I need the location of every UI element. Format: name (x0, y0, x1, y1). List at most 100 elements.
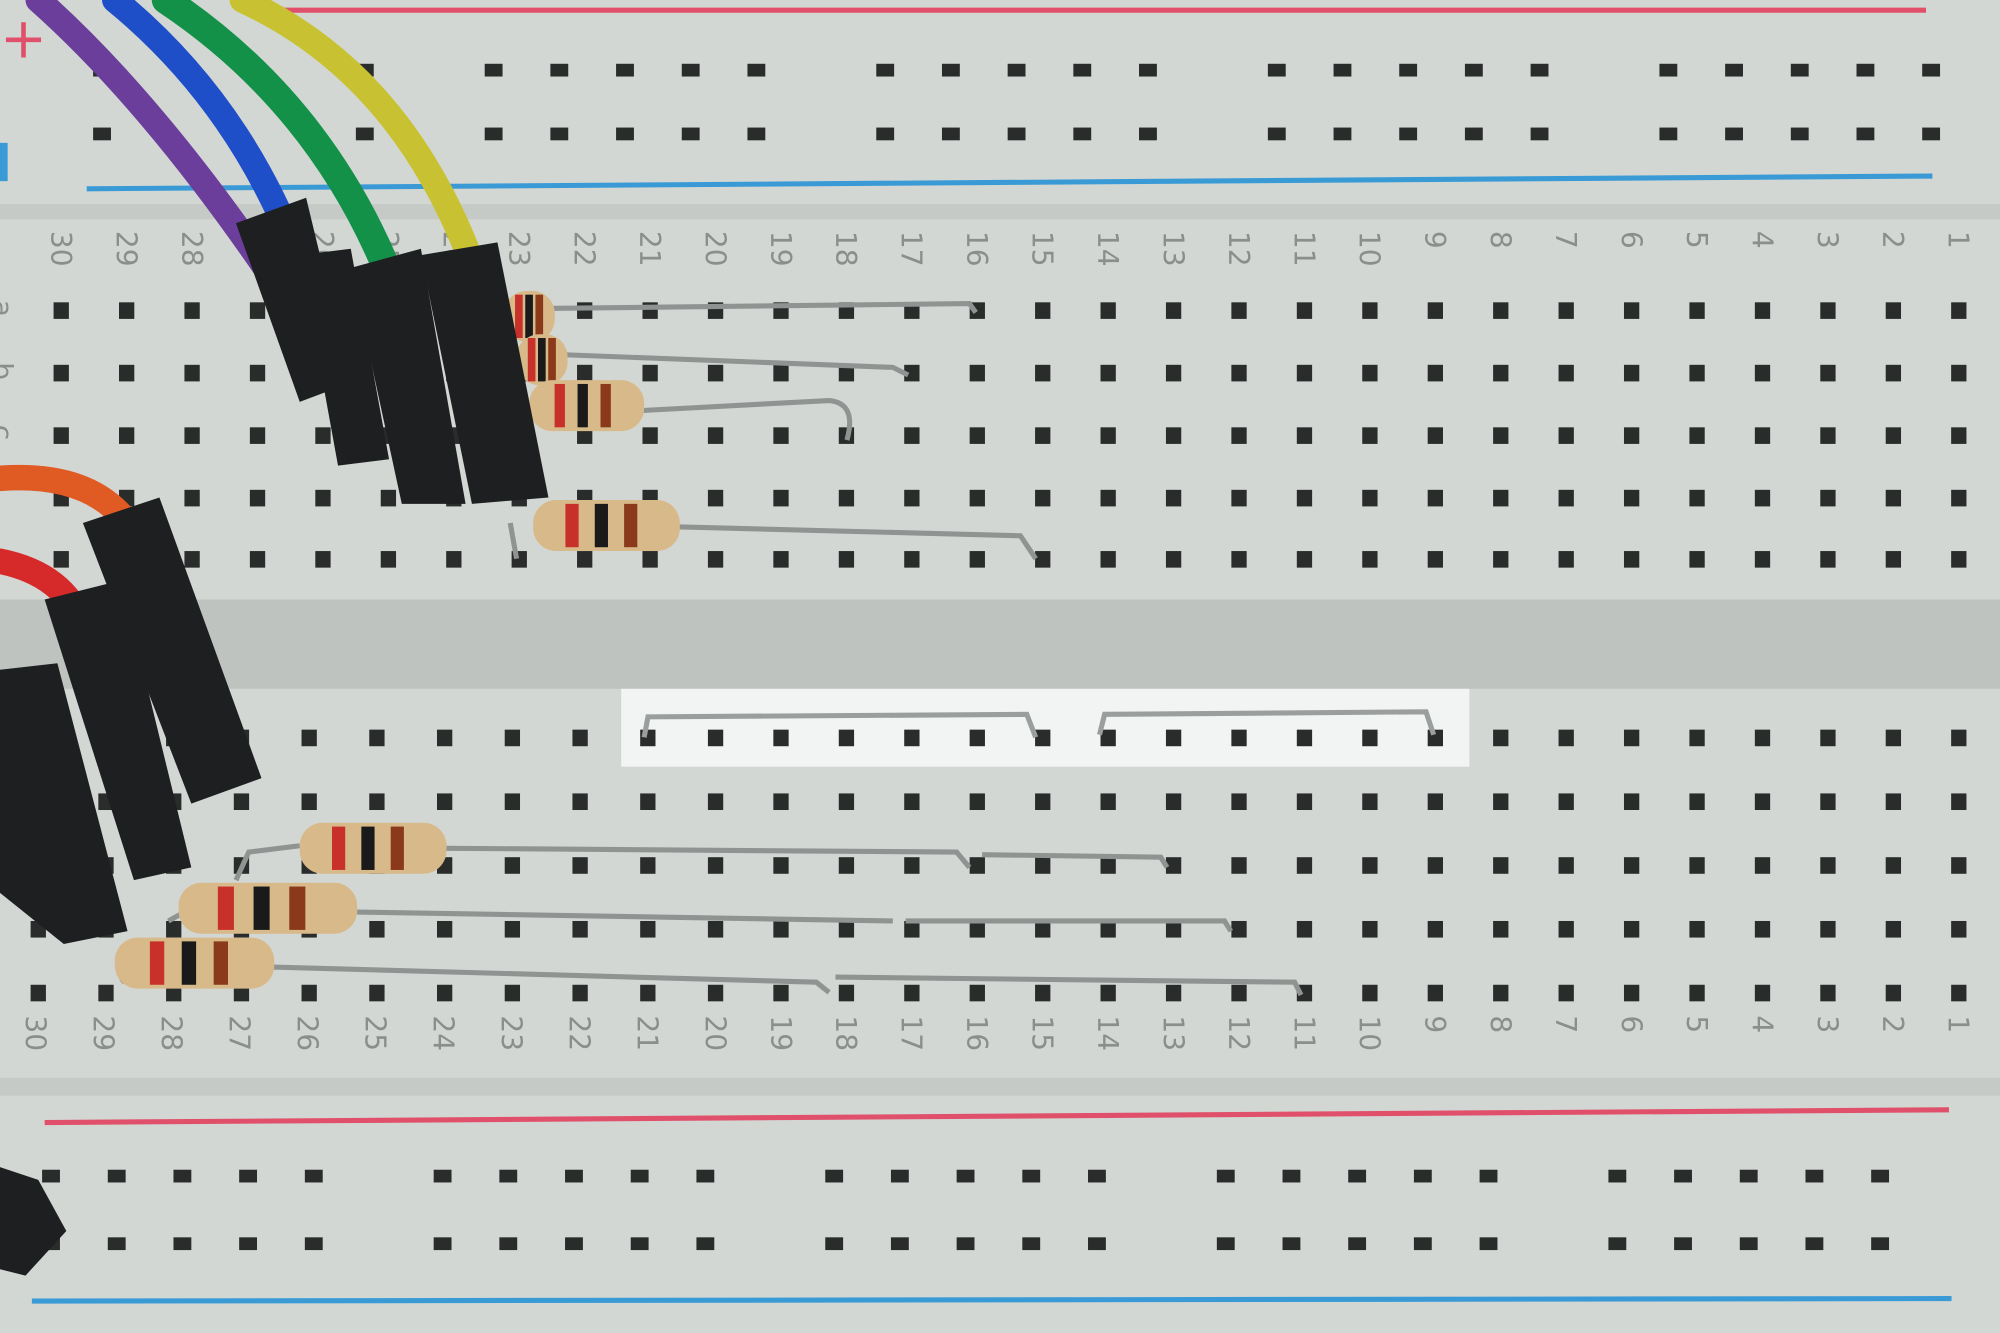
breadboard-hole (504, 793, 521, 811)
column-number-bottom: 15 (1026, 1015, 1059, 1051)
rail-hole (956, 1237, 975, 1251)
breadboard-hole (1035, 427, 1051, 444)
rail-hole (876, 127, 895, 141)
breadboard-hole (53, 551, 69, 568)
resistor-lead (357, 909, 1234, 933)
breadboard-hole (301, 793, 317, 811)
rail-hole (825, 1169, 844, 1183)
breadboard-hole (436, 984, 453, 1002)
breadboard-hole (577, 364, 593, 382)
breadboard-hole (904, 729, 920, 747)
breadboard-hole (1689, 729, 1705, 747)
breadboard-hole (1623, 729, 1640, 747)
column-number-bottom: 23 (494, 1015, 527, 1051)
color-band (525, 294, 533, 339)
breadboard-hole (1623, 920, 1640, 938)
breadboard-hole (1165, 302, 1182, 319)
rail-hole (1348, 1237, 1367, 1251)
breadboard-hole (1362, 551, 1378, 568)
column-number-bottom: 14 (1091, 1015, 1124, 1051)
breadboard-hole (1754, 302, 1771, 319)
rail-hole (1216, 1169, 1235, 1183)
resistor (178, 882, 358, 934)
breadboard-hole (1493, 489, 1509, 507)
breadboard-hole (1231, 984, 1247, 1002)
rail-hole (1022, 1237, 1041, 1251)
breadboard-hole (969, 427, 985, 444)
breadboard-hole (773, 920, 789, 938)
rail-hole (173, 1169, 192, 1183)
breadboard-hole (1951, 793, 1967, 811)
breadboard-hole (1100, 793, 1116, 811)
breadboard-hole (1689, 302, 1705, 319)
row-letter: b (0, 362, 18, 380)
breadboard-hole (1165, 984, 1182, 1002)
breadboard-hole (1493, 920, 1509, 938)
column-number-top: 30 (44, 231, 77, 267)
column-number-bottom: 26 (290, 1015, 323, 1051)
breadboard-hole (1427, 364, 1443, 382)
breadboard-hole (1165, 793, 1182, 811)
breadboard-hole (315, 427, 331, 444)
breadboard-hole (1820, 729, 1836, 747)
column-number-top: 3 (1811, 231, 1844, 249)
rail-hole (1805, 1169, 1824, 1183)
rail-hole (1073, 127, 1092, 141)
breadboard-hole (184, 302, 200, 319)
breadboard-hole (1558, 364, 1574, 382)
rail-hole (1674, 1237, 1692, 1251)
breadboard-hole (1820, 984, 1836, 1002)
breadboard-hole (1558, 920, 1574, 938)
breadboard-hole (53, 302, 69, 319)
breadboard-hole (1885, 984, 1902, 1002)
breadboard-hole (1427, 793, 1443, 811)
column-number-top: 10 (1353, 231, 1386, 267)
connector-housing (299, 248, 390, 466)
rail-hole (1348, 1169, 1367, 1183)
breadboard-hole (1558, 984, 1574, 1002)
breadboard-hole (1035, 302, 1051, 319)
rail-hole (890, 1169, 909, 1183)
breadboard-hole (233, 984, 250, 1002)
connector-housing (44, 580, 192, 881)
column-number-bottom: 1 (1942, 1015, 1975, 1033)
breadboard-hole (969, 489, 985, 507)
rail-hole (499, 1169, 518, 1183)
breadboard-hole (436, 920, 453, 938)
resistor-lead (267, 964, 1304, 997)
rail-hole (565, 1237, 583, 1251)
breadboard-hole (1296, 302, 1313, 319)
breadboard-hole (1493, 984, 1509, 1002)
breadboard-hole (1296, 793, 1313, 811)
breadboard-hole (1296, 729, 1313, 747)
color-band (149, 941, 165, 985)
rail-hole (42, 1169, 60, 1183)
column-number-top: 12 (1222, 231, 1255, 267)
breadboard-hole (1885, 920, 1902, 938)
rail-hole (747, 127, 766, 141)
column-number-top: 1 (1942, 231, 1975, 249)
rail-hole (1022, 1169, 1041, 1183)
breadboard-hole (1231, 857, 1247, 874)
rail-hole (681, 63, 700, 77)
column-number-bottom: 21 (630, 1015, 663, 1051)
rail-divider-bottom (0, 1077, 2000, 1096)
rail-hole (1413, 1169, 1432, 1183)
breadboard-hole (1689, 793, 1705, 811)
breadboard-hole (1820, 551, 1836, 568)
breadboard-hole (1623, 984, 1640, 1002)
breadboard-hole (1623, 551, 1640, 568)
breadboard-hole (640, 984, 656, 1002)
rail-hole (630, 1237, 649, 1251)
breadboard-hole (249, 427, 266, 444)
rail-hole (550, 127, 569, 141)
column-number-bottom: 27 (222, 1015, 255, 1051)
breadboard-hole (1362, 729, 1378, 747)
breadboard-hole (1885, 857, 1902, 874)
breadboard-hole (1296, 920, 1313, 938)
breadboard-hole (838, 364, 855, 382)
rail-hole (825, 1237, 844, 1251)
breadboard-hole (1689, 551, 1705, 568)
breadboard-hole (1951, 489, 1967, 507)
breadboard-hole (1558, 302, 1574, 319)
